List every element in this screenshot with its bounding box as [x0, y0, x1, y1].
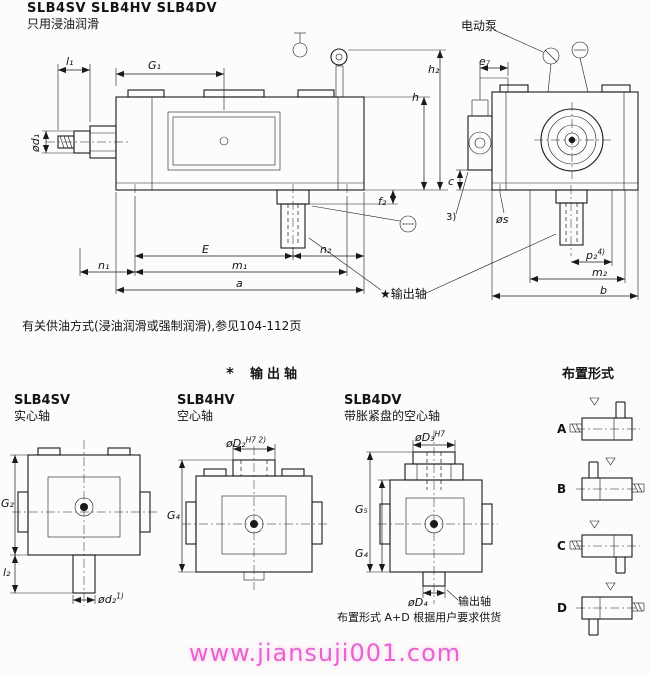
dim-l1: l₁: [66, 55, 74, 68]
dim-n2: n₂: [320, 243, 332, 256]
dim-f2: f₂: [378, 195, 387, 208]
dim-g2: G₂: [1, 497, 14, 510]
slb4sv-front-drawing: [10, 440, 158, 606]
surface-symbol: [292, 32, 308, 58]
arrangement-c-label: C: [557, 539, 566, 553]
dim-od2-sup: 1): [116, 591, 124, 601]
arrangement-supply-note: 布置形式 A+D 根据用户要求供货: [337, 611, 502, 624]
datum-symbol: [311, 205, 417, 233]
side-view-drawing: [455, 29, 639, 300]
dim-od2-base: ød₂: [98, 593, 117, 606]
dim-e: E: [202, 243, 209, 256]
arrangement-a-label: A: [557, 422, 567, 436]
dim-od1: ød₁: [29, 133, 42, 152]
dim-a: a: [236, 277, 243, 290]
slb4hv-front-drawing: [178, 444, 330, 590]
dim-od3-sup: H7: [434, 429, 446, 439]
dim-g1: G₁: [148, 59, 161, 72]
variant-slb4sv-desc: 实心轴: [14, 409, 51, 423]
dim-g4-dv: G₄: [355, 547, 368, 560]
dim-od2: ød₂1): [98, 591, 124, 606]
dim-od3-base: øD₃: [415, 431, 435, 444]
variant-slb4dv-name: SLB4DV: [344, 393, 402, 408]
dim-od2-hollow-base: øD₂: [226, 437, 246, 450]
arrangement-c-drawing: [569, 520, 640, 574]
output-shaft-label-dv: 输出轴: [458, 595, 491, 608]
dim-od4: øD₄: [408, 596, 428, 609]
variant-slb4dv-desc: 带胀紧盘的空心轴: [344, 409, 441, 423]
dim-m1: m₁: [232, 259, 248, 272]
dim-b: b: [600, 284, 607, 297]
dim-os: øs: [496, 213, 509, 226]
section-title: 输出轴: [250, 367, 302, 382]
dim-od2-hollow-sup: H7 2): [245, 435, 267, 445]
dim-od3: øD₃H7: [415, 429, 446, 444]
dim-h: h: [412, 91, 419, 104]
dim-c: c: [448, 175, 455, 188]
pump-symbol: [467, 29, 589, 171]
variant-slb4hv-name: SLB4HV: [177, 393, 235, 408]
dim-h2: h₂: [428, 63, 440, 76]
variant-slb4hv-desc: 空心轴: [177, 409, 214, 423]
output-shaft-callout: ★输出轴: [380, 287, 427, 301]
dim-g4-hv: G₄: [167, 509, 180, 522]
dim-p2-sup: 4): [597, 247, 606, 257]
lubrication-subtitle: 只用浸油润滑: [27, 17, 100, 31]
watermark: www.jiansuji001.com: [188, 639, 462, 667]
dim-od2-hollow: øD₂H7 2): [226, 435, 267, 450]
section-star: *: [226, 364, 234, 382]
dim-l2: l₂: [3, 566, 11, 579]
arrangement-d-label: D: [557, 601, 567, 615]
arrangement-b-label: B: [557, 482, 567, 496]
arrangement-a-drawing: [569, 397, 640, 441]
dim-n1: n₁: [98, 259, 110, 272]
front-view-drawing: [42, 32, 557, 295]
variant-slb4sv-name: SLB4SV: [14, 393, 71, 408]
oil-supply-note: 有关供油方式(浸油润滑或强制润滑),参见104-112页: [22, 319, 302, 333]
arrangement-b-drawing: [576, 457, 645, 501]
dim-p2: p₂4): [586, 247, 606, 262]
breather-symbol: [330, 48, 348, 98]
dim-g5: G₅: [355, 503, 368, 516]
electric-pump-label: 电动泵: [461, 19, 498, 33]
dim-m2: m₂: [592, 266, 608, 279]
arrangement-d-drawing: [576, 582, 645, 636]
arrangement-header: 布置形式: [562, 367, 615, 382]
footnote-3: 3): [446, 212, 457, 223]
slb4dv-front-drawing: [366, 430, 498, 604]
page-title: SLB4SV SLB4HV SLB4DV: [27, 1, 218, 16]
dim-p2-base: p₂: [586, 249, 598, 262]
dim-e7: e₇: [479, 55, 491, 68]
